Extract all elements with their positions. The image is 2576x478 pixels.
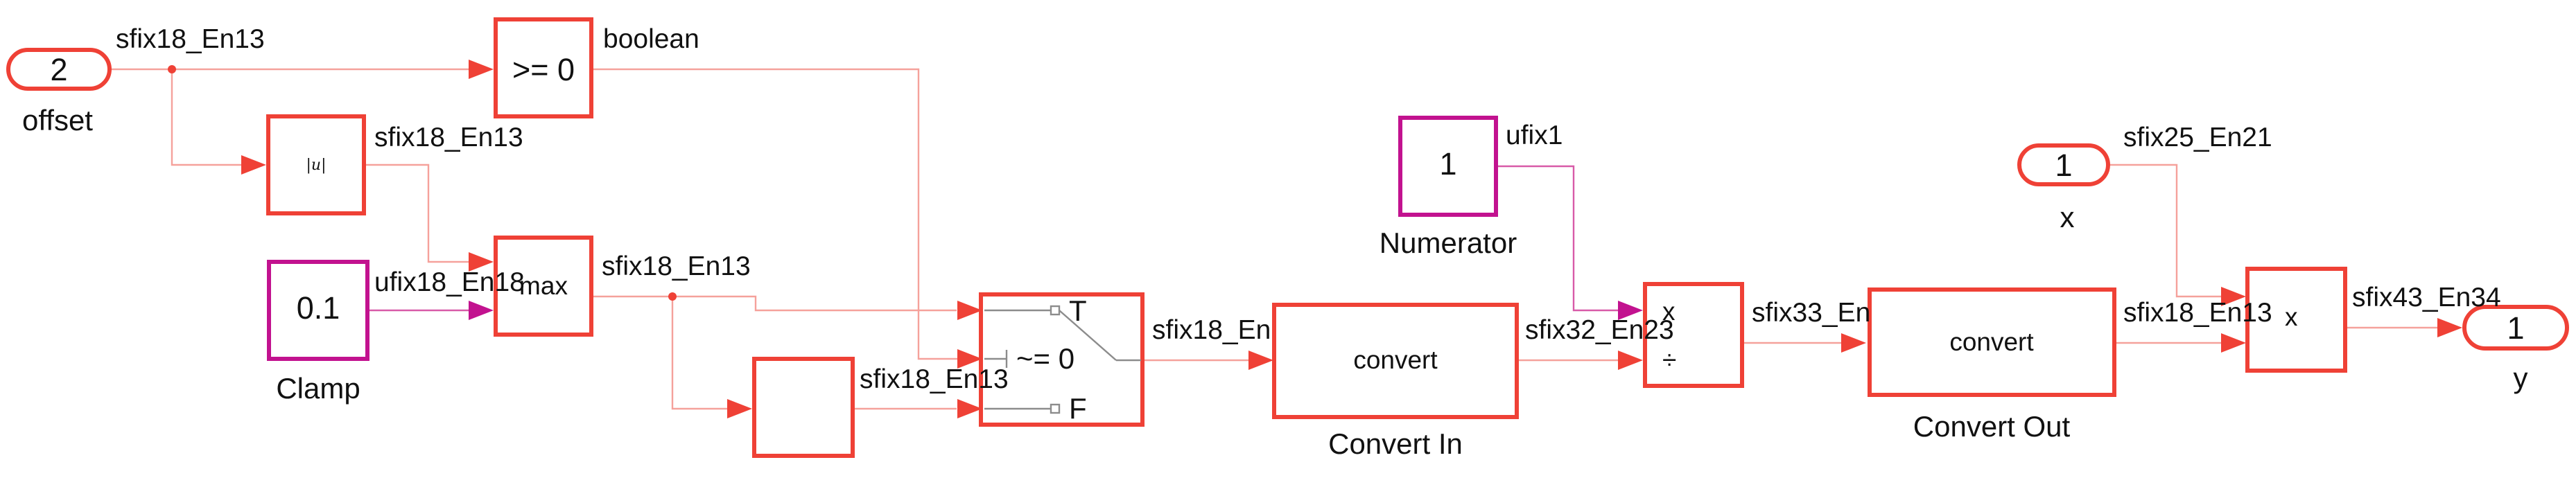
- clamp-constant-shape[interactable]: [267, 260, 369, 361]
- signal-lines: [112, 68, 2447, 410]
- arrowhead: [2221, 333, 2246, 353]
- wire-offset-branch-to-abs[interactable]: [171, 69, 241, 166]
- clamp-constant-name: Clamp: [276, 372, 360, 405]
- convert-in-block[interactable]: convert Convert In: [1272, 303, 1519, 460]
- convert-in-shape[interactable]: [1272, 303, 1519, 419]
- signal-label-divide: sfix33_En: [1752, 298, 1870, 328]
- wire-max-to-switch-true[interactable]: [593, 295, 957, 312]
- divide-divide-port: ÷: [1662, 346, 1676, 374]
- product-block[interactable]: x: [2245, 267, 2347, 373]
- inport-x-name: x: [2060, 201, 2075, 233]
- negate-shape[interactable]: [752, 357, 855, 458]
- wire-max-branch-to-negate[interactable]: [671, 296, 737, 410]
- abs-block[interactable]: |u|: [266, 114, 366, 215]
- inport-x-shape[interactable]: [2017, 143, 2110, 186]
- outport-y-shape[interactable]: [2462, 305, 2569, 351]
- numerator-constant-shape[interactable]: [1398, 116, 1498, 217]
- signal-label-abs: sfix18_En13: [374, 123, 523, 152]
- negate-block[interactable]: [752, 357, 855, 458]
- wire-x-to-product[interactable]: [2109, 163, 2231, 298]
- wire-ge-to-switch-control[interactable]: [593, 68, 971, 360]
- signal-label-max: sfix18_En13: [602, 251, 751, 281]
- convert-out-name: Convert Out: [1913, 410, 2071, 443]
- compare-to-zero-label: >= 0: [512, 52, 575, 87]
- convert-in-name: Convert In: [1328, 427, 1463, 460]
- convert-in-inner: convert: [1353, 346, 1438, 374]
- switch-criteria-label: ~= 0: [1016, 342, 1074, 375]
- convert-out-block[interactable]: convert Convert Out: [1868, 287, 2116, 443]
- arrowhead: [1248, 351, 1273, 370]
- signal-label-convert-in: sfix32_En23: [1525, 315, 1674, 345]
- arrowhead: [1618, 351, 1643, 370]
- arrowhead: [469, 252, 494, 272]
- divide-shape[interactable]: [1643, 282, 1744, 388]
- signal-label-numerator: ufix1: [1506, 121, 1563, 150]
- outport-y-number: 1: [2507, 310, 2524, 346]
- arrowhead: [2437, 318, 2462, 337]
- signal-label-offset: sfix18_En13: [116, 24, 265, 54]
- max-block[interactable]: max: [494, 236, 593, 337]
- arrowhead: [1618, 301, 1643, 320]
- arrowhead: [727, 399, 752, 418]
- divide-block[interactable]: x ÷: [1643, 282, 1744, 388]
- arrowheads: [241, 60, 2462, 418]
- inport-x-number: 1: [2055, 148, 2072, 183]
- arrowhead: [241, 155, 266, 175]
- arrowhead: [1841, 333, 1866, 353]
- abs-shape[interactable]: [266, 114, 366, 215]
- arrowhead: [469, 60, 494, 79]
- switch-false-label: F: [1069, 392, 1087, 425]
- signal-labels: sfix18_En13 boolean sfix18_En13 ufix18_E…: [116, 24, 2501, 394]
- signal-label-ge: boolean: [603, 24, 699, 54]
- clamp-constant-value: 0.1: [297, 290, 340, 326]
- signal-label-product: sfix43_En34: [2352, 283, 2501, 312]
- signal-label-x: sfix25_En21: [2123, 123, 2272, 152]
- arrowhead: [957, 399, 982, 418]
- max-label: max: [519, 272, 568, 300]
- arrowhead: [957, 349, 982, 369]
- compare-to-zero-block[interactable]: >= 0: [494, 17, 593, 118]
- arrowhead: [469, 301, 494, 320]
- outport-y-name: y: [2514, 362, 2528, 394]
- numerator-constant-block[interactable]: 1 Numerator: [1380, 116, 1517, 259]
- signal-label-switch: sfix18_En: [1152, 315, 1271, 345]
- wire-abs-to-max[interactable]: [365, 163, 478, 263]
- convert-out-inner: convert: [1949, 328, 2034, 356]
- max-shape[interactable]: [494, 236, 593, 337]
- switch-internal-lines: [984, 305, 1141, 414]
- switch-line: [1059, 310, 1117, 361]
- switch-true-label: T: [1069, 294, 1087, 327]
- compare-to-zero-shape[interactable]: [494, 17, 593, 118]
- branch-point-offset: [168, 65, 176, 73]
- signal-label-clamp: ufix18_En18: [374, 267, 525, 297]
- abs-label: |u|: [306, 157, 327, 174]
- numerator-constant-value: 1: [1439, 146, 1456, 182]
- branch-point-max: [668, 292, 677, 301]
- switch-block[interactable]: T ~= 0 F: [979, 292, 1145, 427]
- inport-offset-name: offset: [22, 104, 93, 136]
- wire-numerator-to-divide[interactable]: [1497, 165, 1628, 312]
- inport-offset[interactable]: 2 offset: [6, 48, 112, 136]
- convert-out-shape[interactable]: [1868, 287, 2116, 397]
- inport-x[interactable]: 1 x: [2017, 143, 2110, 233]
- signal-label-convert-out: sfix18_En13: [2123, 298, 2272, 328]
- inport-offset-shape[interactable]: [6, 48, 112, 91]
- arrowhead: [2221, 287, 2246, 306]
- numerator-constant-name: Numerator: [1380, 227, 1517, 259]
- switch-contact: [1050, 403, 1061, 414]
- inport-offset-number: 2: [50, 52, 67, 87]
- arrowhead: [957, 301, 982, 320]
- divide-multiply-port: x: [1662, 297, 1676, 326]
- signal-label-negate: sfix18_En13: [860, 364, 1009, 394]
- outport-y[interactable]: 1 y: [2462, 305, 2569, 394]
- product-shape[interactable]: [2245, 267, 2347, 373]
- product-label: x: [2285, 303, 2298, 331]
- clamp-constant-block[interactable]: 0.1 Clamp: [267, 260, 369, 405]
